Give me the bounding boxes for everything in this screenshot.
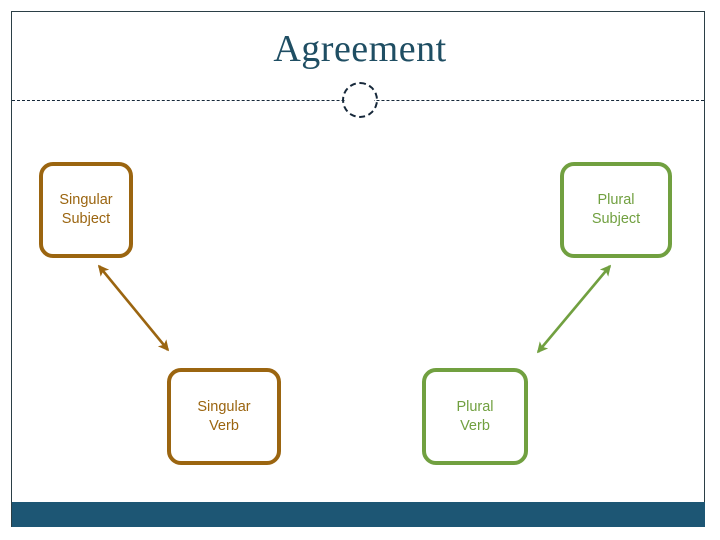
node-singular-verb[interactable]: Singular Verb <box>167 368 281 465</box>
node-plural-subject[interactable]: Plural Subject <box>560 162 672 258</box>
dashed-circle-decoration <box>342 82 378 118</box>
node-singular-subject[interactable]: Singular Subject <box>39 162 133 258</box>
page-title: Agreement <box>273 28 447 70</box>
footer-accent-bar <box>12 502 705 527</box>
node-plural-verb[interactable]: Plural Verb <box>422 368 528 465</box>
